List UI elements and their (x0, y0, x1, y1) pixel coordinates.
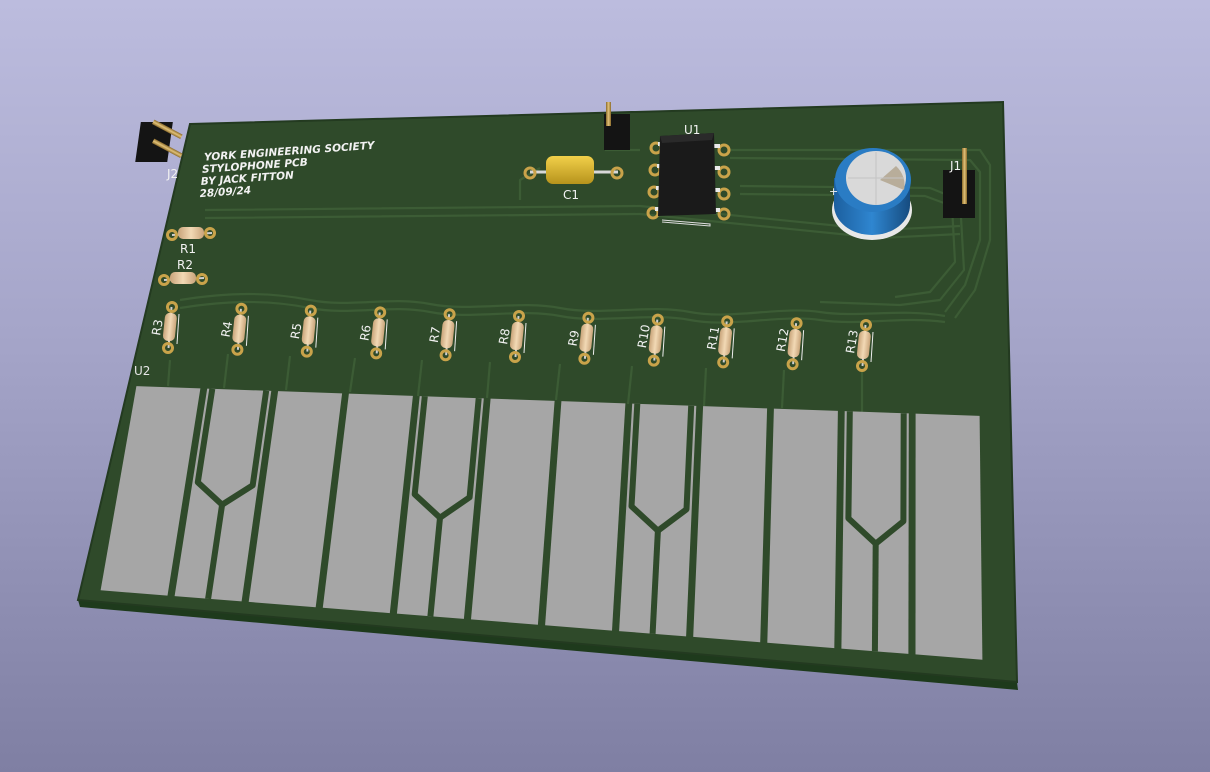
keyboard-key-12 (915, 413, 983, 660)
label-r3: R3 (149, 318, 166, 336)
resistor-group-keys: R3 R4 R5 R6 R7 R8 R9 R10 R11 R12 R13 (149, 301, 874, 372)
keyboard-key-2 (174, 388, 272, 602)
electrolytic-capacitor: + (829, 148, 912, 240)
resistor-r5: R5 (288, 304, 319, 358)
capacitor-c1: C1 (523, 156, 624, 202)
label-r6: R6 (357, 324, 374, 342)
key-split-stem-3 (649, 530, 661, 634)
label-r9: R9 (566, 329, 583, 347)
key-split-stem-2 (427, 517, 443, 617)
label-u1: U1 (684, 123, 700, 137)
label-r10: R10 (635, 323, 653, 349)
label-r11: R11 (704, 325, 722, 351)
stylophone-keyboard (100, 386, 983, 660)
resistor-r9: R9 (566, 311, 596, 365)
keyboard-key-8 (619, 403, 697, 637)
label-r8: R8 (496, 327, 513, 345)
board-edge (78, 600, 1018, 690)
resistor-r1: R1 (166, 227, 216, 256)
label-r12: R12 (774, 327, 792, 353)
label-r13: R13 (843, 329, 861, 355)
label-r7: R7 (427, 326, 444, 344)
label-j2: J2 (166, 167, 178, 181)
ic-u1: U1 (646, 123, 731, 227)
pin-header-small (604, 102, 630, 150)
keyboard-key-11 (841, 411, 909, 654)
resistor-r13: R13 (843, 319, 874, 372)
resistor-r11: R11 (704, 315, 735, 369)
keyboard-key-4 (322, 393, 413, 614)
keyboard-key-3 (248, 391, 343, 608)
resistor-r7: R7 (427, 308, 458, 362)
keyboard-key-9 (693, 406, 768, 643)
label-r4: R4 (219, 320, 236, 338)
keyboard-key-1 (100, 386, 201, 596)
key-split-stem-1 (205, 504, 226, 600)
connector-j1: J1 (943, 148, 975, 218)
label-r5: R5 (288, 322, 305, 340)
resistor-r6: R6 (357, 306, 388, 360)
label-j1: J1 (949, 159, 961, 173)
keyboard-key-10 (767, 408, 838, 649)
resistor-r8: R8 (496, 310, 527, 363)
key-split-stem-4 (871, 543, 879, 652)
resistor-r4: R4 (219, 302, 249, 356)
label-r1: R1 (180, 242, 196, 256)
resistor-r12: R12 (774, 317, 805, 371)
title-line-4: 28/09/24 (199, 185, 251, 201)
resistor-r3: R3 (149, 301, 180, 354)
connector-j2: J2 (135, 119, 183, 181)
resistor-r2: R2 (158, 258, 208, 286)
label-r2: R2 (177, 258, 193, 272)
keyboard-key-6 (471, 398, 555, 625)
label-u2: U2 (134, 364, 150, 378)
keyboard-key-7 (545, 401, 626, 631)
label-c1: C1 (563, 188, 579, 202)
resistor-group-top: R1 R2 (158, 227, 216, 286)
resistor-r10: R10 (635, 313, 666, 367)
svg-text:+: + (829, 185, 838, 198)
